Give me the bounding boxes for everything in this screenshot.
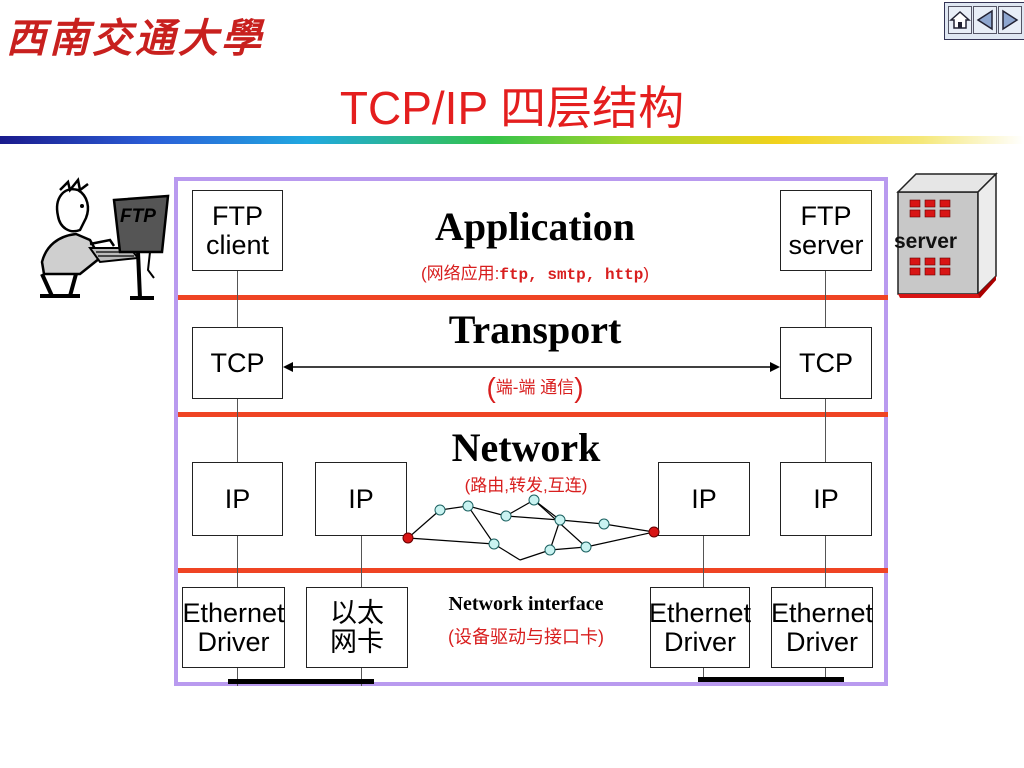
application-layer-title: Application: [434, 204, 636, 249]
ethernet-bus-left: [228, 679, 374, 684]
connector-line: [361, 668, 362, 686]
ip-box-1-label: IP: [224, 483, 251, 514]
tcp-right-box: TCP: [780, 327, 872, 399]
ip-box-2: IP: [315, 462, 407, 536]
ftp-server-line1: FTP: [800, 200, 852, 231]
connector-line: [237, 668, 238, 686]
connector-line: [825, 398, 826, 462]
back-icon[interactable]: [973, 6, 997, 34]
ethernet-driver-4-line2: Driver: [786, 626, 858, 657]
ethernet-driver-3-line2: Driver: [664, 626, 736, 657]
ethernet-card-line1: 以太: [330, 597, 384, 628]
university-logo: 西南交通大學: [6, 15, 264, 62]
application-sub-open: (网络应用:: [420, 264, 500, 283]
ip-box-2-label: IP: [348, 483, 374, 514]
end-to-end-arrow: [283, 362, 780, 372]
ftp-client-line2: client: [205, 229, 270, 260]
tcp-left-label: TCP: [210, 347, 265, 378]
ip-box-3: IP: [658, 462, 750, 536]
server-label: server: [894, 230, 958, 253]
connector-line: [825, 270, 826, 328]
protocol-stack-frame: [174, 177, 888, 686]
connector-line: [237, 536, 238, 587]
ftp-client-box: FTP client: [192, 190, 283, 271]
ethernet-driver-4-line1: Ethernet: [770, 597, 874, 628]
rainbow-divider: [0, 136, 1024, 144]
connector-line: [361, 536, 362, 587]
ftp-client-line1: FTP: [212, 200, 263, 231]
connector-line: [237, 398, 238, 462]
network-interface-layer-title: Network interface: [448, 593, 604, 615]
transport-layer-subtitle: (端-端 通信): [380, 372, 690, 404]
network-layer-title: Network: [451, 425, 601, 470]
router-mesh: [402, 494, 660, 561]
network-layer-subtitle: (路由,转发,互连): [464, 476, 588, 495]
ethernet-card-line2: 网卡: [330, 626, 384, 657]
tcp-left-box: TCP: [192, 327, 283, 399]
connector-line: [825, 668, 826, 680]
ethernet-card-box: 以太 网卡: [306, 587, 408, 668]
application-layer-subtitle: (网络应用:ftp, smtp, http): [380, 259, 690, 284]
server-illustration: [896, 172, 998, 298]
ethernet-bus-right: [698, 677, 844, 682]
transport-layer-title: Transport: [448, 307, 622, 352]
connector-line: [703, 536, 704, 587]
layer-separator: [178, 412, 888, 417]
layer-separator: [178, 295, 888, 300]
ip-box-4-label: IP: [813, 483, 839, 514]
nav-toolbar: [944, 2, 1024, 40]
connector-line: [703, 668, 704, 680]
ftp-server-line2: server: [788, 229, 864, 260]
ftp-server-box: FTP server: [780, 190, 872, 271]
forward-icon[interactable]: [998, 6, 1022, 34]
tcp-right-label: TCP: [799, 347, 853, 378]
ethernet-driver-box-1: Ethernet Driver: [182, 587, 285, 668]
ip-box-4: IP: [780, 462, 872, 536]
transport-sub-close: ): [574, 372, 584, 403]
transport-sub-text: 端-端 通信: [495, 378, 575, 397]
ethernet-driver-1-line1: Ethernet: [182, 597, 285, 628]
ip-box-3-label: IP: [691, 483, 717, 514]
application-sub-close: ): [643, 264, 650, 283]
ethernet-driver-box-3: Ethernet Driver: [648, 587, 752, 668]
home-icon[interactable]: [948, 6, 972, 34]
application-protocols: ftp, smtp, http: [499, 266, 644, 284]
ftp-badge: FTP: [120, 206, 156, 227]
network-interface-layer-subtitle: (设备驱动与接口卡): [448, 627, 604, 647]
connector-line: [825, 536, 826, 587]
ftp-user-illustration: [40, 177, 170, 300]
connector-line: [237, 270, 238, 328]
ethernet-driver-box-4: Ethernet Driver: [771, 587, 873, 668]
ip-box-1: IP: [192, 462, 283, 536]
slide-title: TCP/IP 四层结构: [339, 82, 685, 134]
layer-separator: [178, 568, 888, 573]
ethernet-driver-1-line2: Driver: [197, 626, 270, 657]
ethernet-driver-3-line1: Ethernet: [648, 597, 752, 628]
transport-sub-open: (: [486, 372, 496, 403]
